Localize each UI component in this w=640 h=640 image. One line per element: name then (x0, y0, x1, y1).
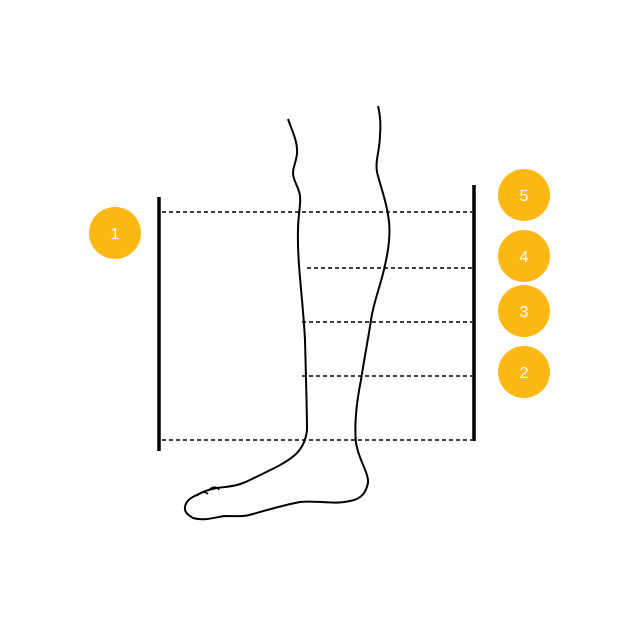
badge-2-label: 2 (520, 365, 529, 382)
badge-5-circle (498, 169, 550, 221)
toe-detail (196, 486, 220, 497)
badge-2-circle (498, 346, 550, 398)
badge-1: 1 (89, 207, 141, 259)
badge-1-label: 1 (111, 226, 120, 243)
leg-front-outline (183, 105, 391, 521)
badge-4-label: 4 (520, 249, 529, 266)
badge-3-circle (498, 285, 550, 337)
badge-2: 2 (498, 346, 550, 398)
badge-1-circle (89, 207, 141, 259)
badge-5-label: 5 (520, 188, 529, 205)
badge-4-circle (498, 230, 550, 282)
badge-5: 5 (498, 169, 550, 221)
badge-4: 4 (498, 230, 550, 282)
badge-3-label: 3 (520, 304, 529, 321)
badge-3: 3 (498, 285, 550, 337)
